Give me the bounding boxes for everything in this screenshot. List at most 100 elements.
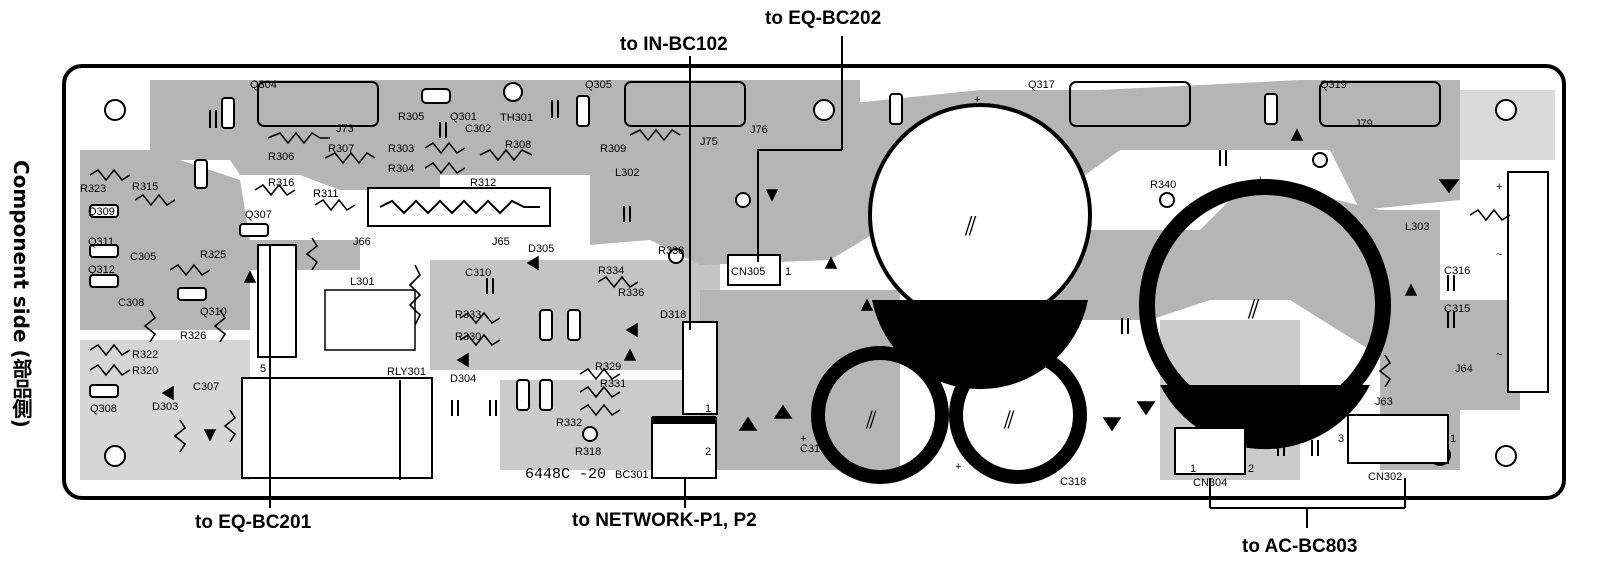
- small-capacitors: [209, 100, 1455, 456]
- svg-text:L301: L301: [350, 276, 374, 288]
- svg-text:5: 5: [260, 363, 266, 375]
- svg-text:R316: R316: [268, 177, 294, 189]
- svg-text:R338: R338: [658, 245, 684, 257]
- svg-text:D305: D305: [528, 243, 554, 255]
- reference-labels: Q305 Q317 Q319 Q304 R305 Q301 C302 TH301…: [80, 79, 1502, 489]
- svg-text:CN302: CN302: [1368, 471, 1402, 483]
- svg-text:R315: R315: [132, 181, 158, 193]
- svg-text:J73: J73: [336, 123, 354, 135]
- svg-text:L302: L302: [615, 167, 639, 179]
- svg-text:Q301: Q301: [450, 111, 477, 123]
- svg-text:D318: D318: [660, 309, 686, 321]
- svg-text:1: 1: [1450, 433, 1456, 445]
- svg-text:RLY301: RLY301: [387, 366, 426, 378]
- svg-text:3: 3: [1338, 433, 1344, 445]
- svg-text:+: +: [974, 94, 980, 106]
- label-to-eq-bc201: to EQ-BC201: [195, 512, 312, 533]
- svg-text:+: +: [955, 461, 961, 473]
- svg-text:J76: J76: [750, 124, 768, 136]
- svg-text:Q317: Q317: [1028, 79, 1055, 91]
- svg-text:Q319: Q319: [1320, 79, 1347, 91]
- svg-text:J66: J66: [353, 236, 371, 248]
- svg-text:R336: R336: [618, 287, 644, 299]
- svg-text:2: 2: [1248, 463, 1254, 475]
- svg-text:R307: R307: [328, 143, 354, 155]
- label-to-eq-bc202: to EQ-BC202: [765, 8, 882, 29]
- svg-text:J68: J68: [935, 354, 953, 366]
- svg-text:D303: D303: [152, 401, 178, 413]
- svg-text:R303: R303: [388, 143, 414, 155]
- svg-text:TH301: TH301: [500, 112, 533, 124]
- capacitor-c317: ⫽: [811, 346, 949, 484]
- svg-text:CN304: CN304: [1193, 477, 1227, 489]
- svg-text:C318: C318: [1060, 476, 1086, 488]
- svg-text:+: +: [800, 433, 806, 445]
- svg-text:⫽: ⫽: [865, 406, 877, 434]
- svg-text:1: 1: [705, 403, 711, 415]
- svg-text:J75: J75: [700, 136, 718, 148]
- svg-text:J63: J63: [1375, 396, 1393, 408]
- svg-text:+: +: [1257, 174, 1263, 186]
- svg-text:R333: R333: [455, 309, 481, 321]
- heatsinks: [257, 81, 1441, 127]
- svg-text:J65: J65: [492, 236, 510, 248]
- electrolytic-capacitor-large-upper: ⫽: [868, 103, 1092, 390]
- svg-text:C302: C302: [465, 123, 491, 135]
- inductor-l301: [324, 289, 416, 351]
- svg-text:R326: R326: [180, 330, 206, 342]
- connectors: [257, 171, 1549, 479]
- svg-text:⫽: ⫽: [1003, 406, 1015, 434]
- svg-text:~: ~: [1496, 349, 1502, 361]
- svg-text:1: 1: [1190, 463, 1196, 475]
- svg-text:C316: C316: [1444, 265, 1470, 277]
- svg-text:R322: R322: [132, 349, 158, 361]
- label-to-network: to NETWORK-P1, P2: [572, 510, 757, 531]
- svg-text:+: +: [1496, 181, 1502, 193]
- test-points: [503, 82, 1328, 442]
- svg-text:C305: C305: [130, 251, 156, 263]
- svg-text:R308: R308: [505, 139, 531, 151]
- svg-text:Q312: Q312: [88, 264, 115, 276]
- svg-text:L303: L303: [1405, 221, 1429, 233]
- svg-text:R330: R330: [455, 331, 481, 343]
- small-transistors: [89, 88, 1278, 411]
- svg-text:R323: R323: [80, 183, 106, 195]
- svg-text:BC301: BC301: [615, 469, 649, 481]
- svg-text:1: 1: [785, 266, 791, 278]
- svg-text:R329: R329: [595, 361, 621, 373]
- svg-text:C308: C308: [118, 297, 144, 309]
- svg-text:R334: R334: [598, 265, 624, 277]
- svg-text:R332: R332: [556, 417, 582, 429]
- svg-text:Q311: Q311: [88, 236, 114, 248]
- routing-lines: [269, 36, 1406, 528]
- svg-text:R325: R325: [200, 249, 226, 261]
- svg-text:Q305: Q305: [585, 79, 612, 91]
- small-resistors: [89, 128, 1511, 453]
- diodes: [161, 128, 1460, 442]
- svg-text:R340: R340: [1150, 179, 1176, 191]
- svg-text:R320: R320: [132, 365, 158, 377]
- svg-text:R312: R312: [470, 177, 496, 189]
- svg-text:R305: R305: [398, 111, 424, 123]
- svg-text:~: ~: [1496, 249, 1502, 261]
- svg-text:Q309: Q309: [88, 206, 115, 218]
- svg-text:⫽: ⫽: [1247, 295, 1260, 325]
- svg-text:R306: R306: [268, 151, 294, 163]
- svg-text:R304: R304: [388, 163, 414, 175]
- svg-text:Q308: Q308: [90, 403, 117, 415]
- svg-text:C317: C317: [800, 443, 826, 455]
- svg-text:Q307: Q307: [245, 209, 272, 221]
- label-to-ac-bc803: to AC-BC803: [1242, 536, 1358, 557]
- svg-text:C310: C310: [465, 267, 491, 279]
- svg-text:2: 2: [705, 446, 711, 458]
- svg-text:R318: R318: [575, 446, 601, 458]
- svg-text:R331: R331: [600, 378, 626, 390]
- svg-text:J79: J79: [1355, 118, 1373, 130]
- svg-text:Q310: Q310: [200, 306, 227, 318]
- capacitor-c318: ⫽: [949, 346, 1087, 484]
- board-code: 6448C -20: [525, 466, 606, 483]
- label-to-in-bc102: to IN-BC102: [620, 34, 728, 55]
- svg-text:Q304: Q304: [250, 79, 277, 91]
- svg-text:R311: R311: [313, 188, 338, 200]
